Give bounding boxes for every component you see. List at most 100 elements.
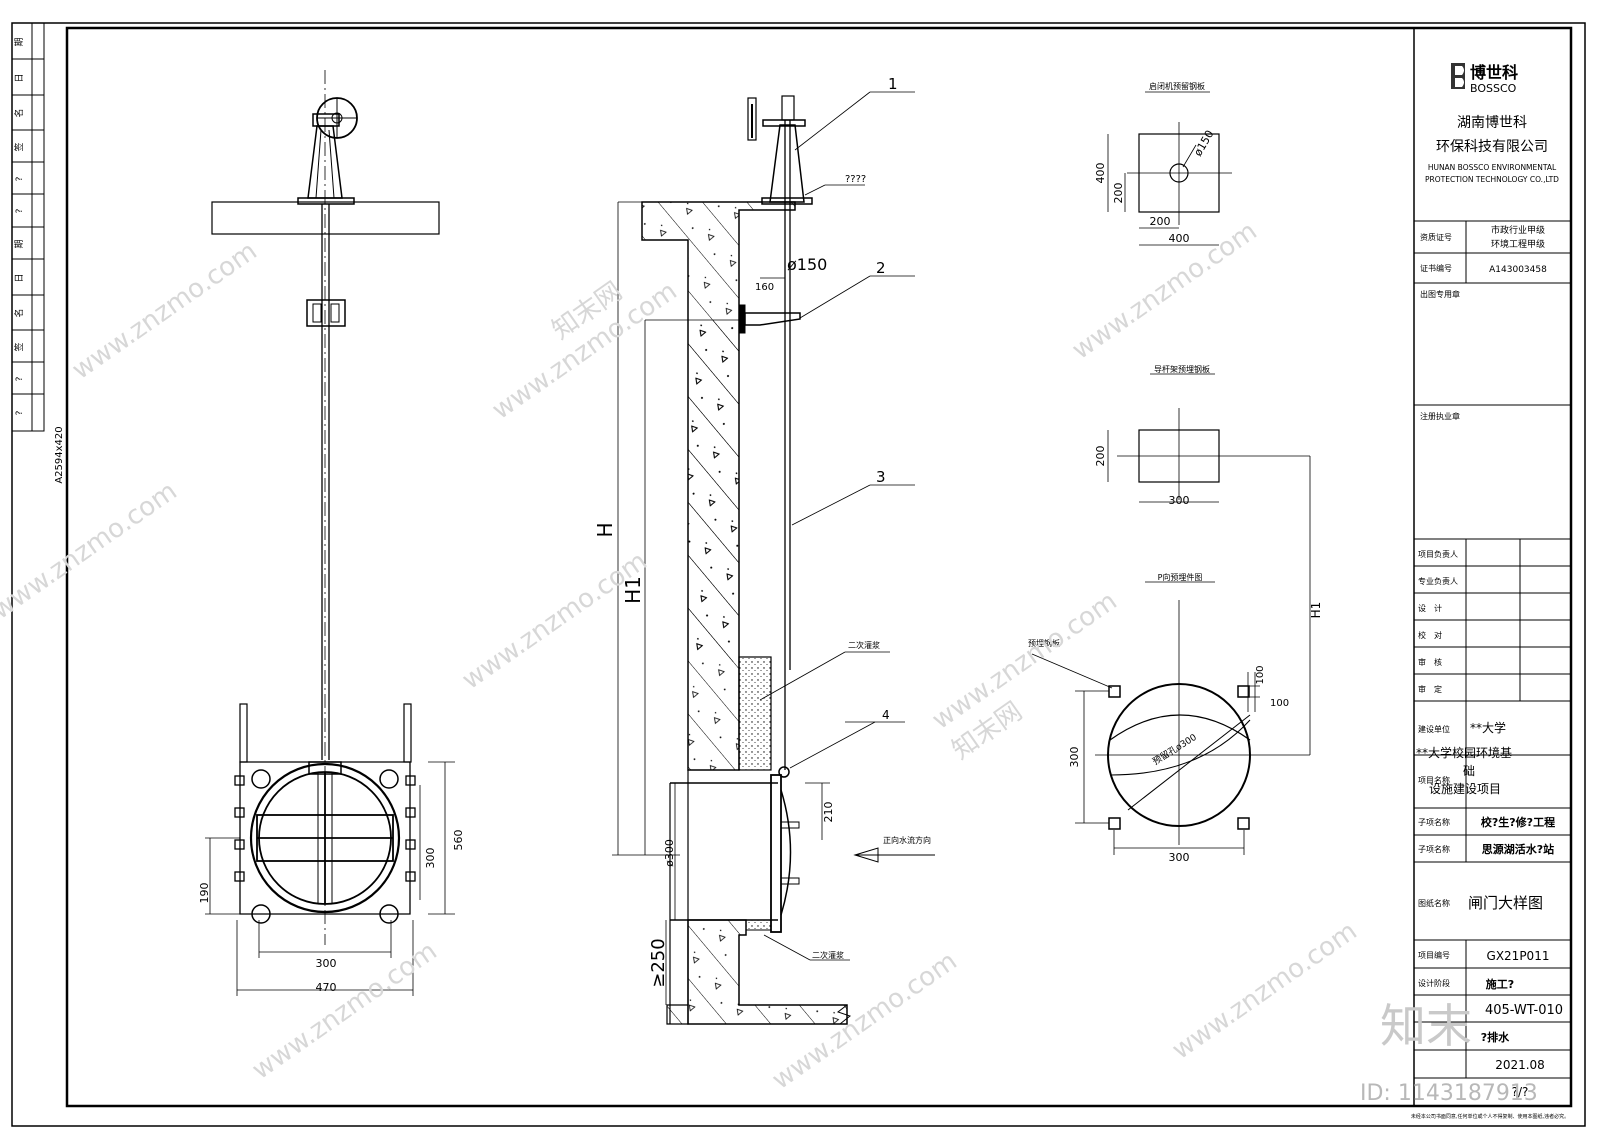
role-5: 审 核	[1418, 657, 1442, 667]
strip-cell-1: 期	[14, 37, 25, 46]
section-dim-250: ≥250	[648, 938, 669, 987]
client-value: **大学	[1470, 720, 1506, 735]
detail-mid-title: 导杆架预埋钢板	[1154, 364, 1210, 374]
section-top-note: ????	[845, 174, 866, 185]
company-en-2: PROTECTION TECHNOLOGY CO.,LTD	[1425, 175, 1559, 184]
front-dim-470: 470	[316, 981, 337, 994]
section-dim-210: 210	[822, 802, 835, 823]
section-view	[612, 91, 935, 1025]
detail-top-dim-200-h: 200	[1150, 215, 1171, 228]
title-block	[1413, 28, 1571, 1106]
wm-3: www.znzmo.com	[1067, 216, 1263, 366]
section-dim-H1: H1	[621, 576, 645, 604]
strip-cell-12: ?	[15, 410, 25, 415]
detail-top-dim-d150: ø150	[1191, 128, 1216, 159]
strip-cell-4: 签	[13, 142, 25, 151]
detail-top-title: 启闭机预留钢板	[1149, 81, 1205, 91]
detail-top-dim-200-v: 200	[1112, 183, 1125, 204]
side-strip: 期 日 名 签 ? ? 期 日 名 签 ? ? A2594x420	[11, 22, 65, 484]
project-label: 项目名称	[1418, 775, 1450, 785]
company-en-short: BOSSCO	[1470, 82, 1517, 95]
front-view	[205, 70, 455, 996]
detail-mid-dim-300-h: 300	[1169, 494, 1190, 507]
watermark: www.znzmo.com www.znzmo.com www.znzmo.co…	[0, 216, 1363, 1096]
detail-bottom-pipe-note: 预留孔ø300	[1150, 731, 1199, 768]
drawing-label: 图纸名称	[1418, 898, 1450, 908]
detail-bottom-dim-100-a: 100	[1255, 665, 1266, 684]
sheet-value: ?/?	[1512, 1085, 1529, 1099]
outer-border	[11, 22, 1586, 1127]
client-label: 建设单位	[1418, 724, 1450, 734]
company-cn-2: 环保科技有限公司	[1436, 139, 1548, 155]
section-dim-d300: ø300	[663, 839, 676, 867]
wm-4: www.znzmo.com	[0, 476, 183, 626]
wm-logo: 知末	[1380, 999, 1472, 1053]
wm-9: www.znzmo.com	[1167, 916, 1363, 1066]
project-value-2: 础	[1463, 764, 1475, 778]
section-dim-160: 160	[755, 282, 774, 293]
section-label-1: 1	[888, 75, 898, 93]
detail-bottom	[1031, 456, 1311, 855]
stage-label: 设计阶段	[1418, 978, 1450, 988]
detail-bottom-dim-300-h: 300	[1169, 851, 1190, 864]
detail-bottom-dim-H1: H1	[1309, 602, 1323, 619]
detail-top-dim-400-h: 400	[1169, 232, 1190, 245]
detail-bottom-plate-note: 预埋钢板	[1028, 638, 1060, 648]
section-dim-150: ø150	[787, 255, 827, 274]
sheet-size: A2594x420	[54, 426, 65, 483]
project-value-1: **大学校园环境基	[1416, 745, 1512, 760]
strip-cell-2: 日	[14, 73, 25, 82]
dwgno-value: 405-WT-010	[1485, 1003, 1563, 1018]
section-note-grout-bottom: 二次灌浆	[812, 950, 844, 960]
detail-bottom-dim-100-b: 100	[1270, 698, 1289, 709]
projno-label: 项目编号	[1418, 950, 1450, 960]
wm-6: www.znzmo.com	[927, 586, 1123, 736]
strip-cell-9: 名	[13, 308, 25, 317]
date-value: 2021.08	[1495, 1058, 1545, 1072]
strip-cell-6: ?	[15, 208, 25, 213]
qual-label: 资质证号	[1420, 232, 1452, 242]
wm-7: www.znzmo.com	[247, 936, 443, 1086]
strip-cell-3: 名	[13, 108, 25, 117]
strip-cell-10: 签	[13, 342, 25, 351]
role-6: 审 定	[1418, 684, 1442, 694]
role-4: 校 对	[1418, 630, 1442, 640]
detail-bottom-title: P向预埋件图	[1158, 572, 1203, 582]
front-dim-300-right: 300	[424, 848, 437, 869]
company-cn-short: 博世科	[1470, 63, 1518, 82]
strip-cell-8: 日	[14, 273, 25, 282]
section-flow-note: 正向水流方向	[883, 835, 931, 845]
role-1: 项目负责人	[1418, 549, 1458, 559]
company-cn-1: 湖南博世科	[1457, 114, 1527, 131]
front-dim-560: 560	[452, 830, 465, 851]
qual-value-2: 环境工程甲级	[1491, 238, 1545, 250]
project-value-3: 设施建设项目	[1429, 782, 1501, 796]
sub2-label: 子项名称	[1418, 844, 1450, 854]
section-label-3: 3	[876, 468, 886, 486]
detail-top-dim-400-v: 400	[1094, 163, 1107, 184]
section-dim-H: H	[593, 522, 617, 537]
strip-cell-5: ?	[15, 176, 25, 181]
seal-label-2: 注册执业章	[1420, 411, 1460, 421]
detail-bottom-dim-300-v: 300	[1068, 747, 1081, 768]
detail-mid	[1107, 373, 1310, 503]
strip-cell-7: 期	[14, 239, 25, 248]
cert-value: A143003458	[1489, 265, 1547, 275]
front-dim-190: 190	[198, 883, 211, 904]
wm-5: www.znzmo.com	[457, 546, 653, 696]
stage-value: 施工?	[1486, 977, 1514, 991]
detail-top	[1107, 91, 1232, 246]
front-dim-300-bottom: 300	[316, 957, 337, 970]
qual-value-1: 市政行业甲级	[1491, 224, 1545, 236]
cert-label: 证书编号	[1420, 263, 1452, 273]
discipline-value: ?排水	[1481, 1030, 1510, 1044]
section-note-grout-top: 二次灌浆	[848, 640, 880, 650]
strip-cell-11: ?	[15, 376, 25, 381]
seal-label-1: 出图专用章	[1420, 289, 1460, 299]
subproject-value: 校?生?修?工程	[1481, 815, 1555, 829]
section-label-2: 2	[876, 259, 886, 277]
sub2-value: 思源湖活水?站	[1482, 842, 1554, 856]
drawing-value: 闸门大样图	[1468, 894, 1543, 912]
detail-mid-dim-200-v: 200	[1094, 446, 1107, 467]
